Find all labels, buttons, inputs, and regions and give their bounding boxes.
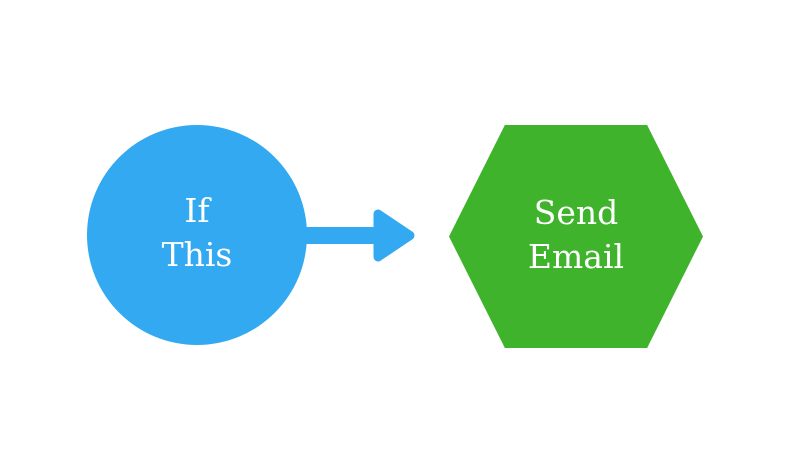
node-trigger-label-line1: If [184, 191, 210, 230]
node-action-label-line1: Send [533, 192, 619, 232]
arrow-head-icon [373, 209, 415, 262]
node-trigger-label: If This [162, 189, 233, 277]
node-action-hexagon: Send Email [449, 125, 703, 348]
node-trigger-label-line2: This [161, 235, 233, 274]
node-trigger-circle: If This [87, 125, 307, 345]
node-action-label: Send Email [528, 191, 624, 279]
node-action-label-line2: Email [527, 236, 625, 276]
